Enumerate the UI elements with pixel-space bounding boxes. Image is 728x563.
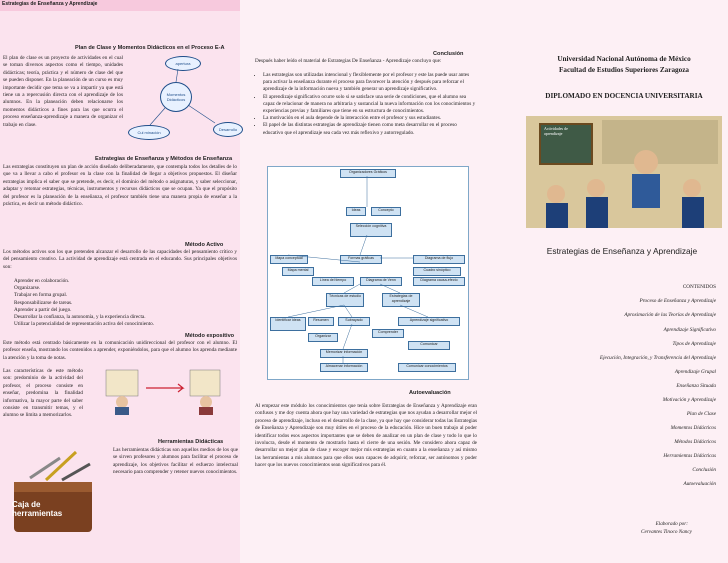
concept-node: Comprender xyxy=(372,329,404,338)
contents-item: Aprendizaje Grupal xyxy=(674,369,716,375)
concept-node: Diagrama causa-efecto xyxy=(413,277,465,286)
author-name: Cervantes Tinoco Nancy xyxy=(640,529,692,535)
board-text: Actividades de aprendizaje xyxy=(544,126,568,136)
university-name: Universidad Nacional Autónoma de México xyxy=(557,55,691,63)
contents-item: Ejecución, Integración, y Transferencia … xyxy=(599,355,716,361)
list-item: Las estrategias son utilizadas intencion… xyxy=(263,72,477,94)
contents-item: Conclusión xyxy=(692,467,716,473)
blob-culminacion: Cul minación xyxy=(128,125,170,140)
concept-node: Diagrama de Venn xyxy=(360,277,402,286)
contents-item: Autoevaluación xyxy=(683,481,716,487)
concept-node: Mapa mental xyxy=(282,267,314,276)
metodo-activo-paragraph: Los métodos activos son los que pretende… xyxy=(3,249,237,270)
herramientas-paragraph: Las herramientas didácticas son aquellos… xyxy=(113,447,238,476)
concept-node: Mapa conceptual xyxy=(270,255,308,264)
contents-item: Motivación y Aprendizaje xyxy=(662,397,716,403)
brochure-title: Estrategias de Enseñanza y Aprendizaje xyxy=(546,246,698,256)
contents-item: Herramientas Didácticas xyxy=(663,453,716,459)
concept-map: Organizadores Gráficos Mapa conceptual F… xyxy=(267,166,469,380)
blob-desarrollo: Desarrollo xyxy=(213,122,243,137)
metodo-expositivo-paragraph: Este método está centrado básicamente en… xyxy=(3,340,237,361)
made-by-label: Elaborado por: xyxy=(655,521,688,527)
concept-node: Resumen xyxy=(308,317,334,326)
conclusion-title: Conclusión xyxy=(433,51,464,57)
concept-node: Cuadro sinóptico xyxy=(413,267,461,276)
concept-node: Estrategias de aprendizaje xyxy=(382,293,420,307)
concept-map-connectors xyxy=(287,176,429,363)
list-item: Utilizar la potencialidad de representac… xyxy=(14,321,155,328)
concept-node: Organizadores Gráficos xyxy=(340,169,396,178)
diplomado-title: DIPLOMADO EN DOCENCIA UNIVERSITARIA xyxy=(545,92,703,100)
plan-diagram-lines xyxy=(149,68,216,126)
classroom-illustration xyxy=(105,369,221,415)
blob-apertura: apertura xyxy=(165,56,201,71)
estrategias-paragraph: Las estrategias constituyen un plan de a… xyxy=(3,164,237,208)
contents-item: Aprendizaje Significativo xyxy=(663,327,716,333)
plan-title: Plan de Clase y Momentos Didácticos en e… xyxy=(75,45,225,51)
concept-node: Comunicar xyxy=(408,341,450,350)
contents-item: Plan de Clase xyxy=(686,411,716,417)
caja-label: Caja de herramientas xyxy=(12,500,63,518)
concept-node: Identificar ideas xyxy=(270,317,306,331)
metodo-expositivo-title: Método expositivo xyxy=(185,333,235,339)
autoevaluacion-title: Autoevaluación xyxy=(409,390,451,396)
right-panel: Universidad Nacional Autónoma de México … xyxy=(520,0,728,563)
contents-item: Proceso de Enseñanza y Aprendizaje xyxy=(639,298,716,304)
estrategias-title: Estrategias de Enseñanza y Métodos de En… xyxy=(95,156,233,162)
header-label: Estrategias de Enseñanza y Aprendizaje xyxy=(2,1,98,7)
list-item: Organizarse. xyxy=(14,285,41,292)
list-item: La motivación en el aula depende de la i… xyxy=(263,115,477,122)
concept-node: Ideas xyxy=(346,207,366,216)
concept-node: Línea del tiempo xyxy=(312,277,354,286)
list-item: El aprendizaje significativo ocurre solo… xyxy=(263,94,477,116)
plan-paragraph: El plan de clase es un proyecto de activ… xyxy=(3,55,123,128)
concept-node: Almacenar información xyxy=(320,363,368,372)
header-bar: Estrategias de Enseñanza y Aprendizaje xyxy=(0,0,240,11)
list-item: Trabajar en forma grupal. xyxy=(14,292,68,299)
list-item: Responsabilizarse de tareas. xyxy=(14,299,73,306)
concept-node: Comunicar conocimientos xyxy=(398,363,456,372)
contents-item: Enseñanza Situada xyxy=(676,383,716,389)
contents-item: Métodos Didácticos xyxy=(674,439,716,445)
concept-node: Aprendizaje significativo xyxy=(398,317,460,326)
contents-item: Aproximación de las Teorías de Aprendiza… xyxy=(624,312,716,318)
left-panel: Estrategias de Enseñanza y Aprendizaje P… xyxy=(0,0,243,563)
concept-node: Organizar xyxy=(308,333,338,342)
toolbox-illustration xyxy=(14,450,92,532)
concept-node: Selección cognitiva xyxy=(350,223,392,237)
concept-node: Concepto xyxy=(371,207,401,216)
autoevaluacion-paragraph: Al empezar este módulo los conocimientos… xyxy=(255,403,477,469)
metodo-activo-list: Aprender en colaboración. Organizarse. T… xyxy=(6,278,242,328)
metodo-expositivo-features: Las características de este método son: … xyxy=(3,368,83,419)
conclusion-list: Las estrategias son utilizadas intencion… xyxy=(255,72,477,137)
faculty-name: Facultad de Estudios Superiores Zaragoza xyxy=(558,66,690,74)
conclusion-intro: Después haber leído el material de Estra… xyxy=(255,58,442,64)
concept-node: Diagrama de flujo xyxy=(413,255,465,264)
list-item: Aprender a partir del juego. xyxy=(14,306,72,313)
blob-momentos: Momentos Didácticos xyxy=(160,82,192,112)
list-item: Aprender en colaboración. xyxy=(14,278,70,284)
herramientas-title: Herramientas Didácticas xyxy=(158,439,224,445)
list-item: El papel de las distintas estrategias de… xyxy=(263,122,477,136)
metodo-activo-title: Método Activo xyxy=(185,242,224,248)
list-item: Desarrollar la confianza, la autonomía, … xyxy=(14,314,146,321)
concept-node: Subrayado xyxy=(338,317,370,326)
concept-node: Formas gráficas xyxy=(340,255,382,264)
contents-item: Tipos de Aprendizaje xyxy=(672,341,716,347)
contents-item: Momentos Didácticos xyxy=(670,425,716,431)
concept-node: Memorizar información xyxy=(320,349,368,358)
middle-panel: Conclusión Después haber leído el materi… xyxy=(253,0,478,563)
classroom-photo xyxy=(526,116,722,228)
contents-heading: CONTENIDOS xyxy=(682,284,716,290)
